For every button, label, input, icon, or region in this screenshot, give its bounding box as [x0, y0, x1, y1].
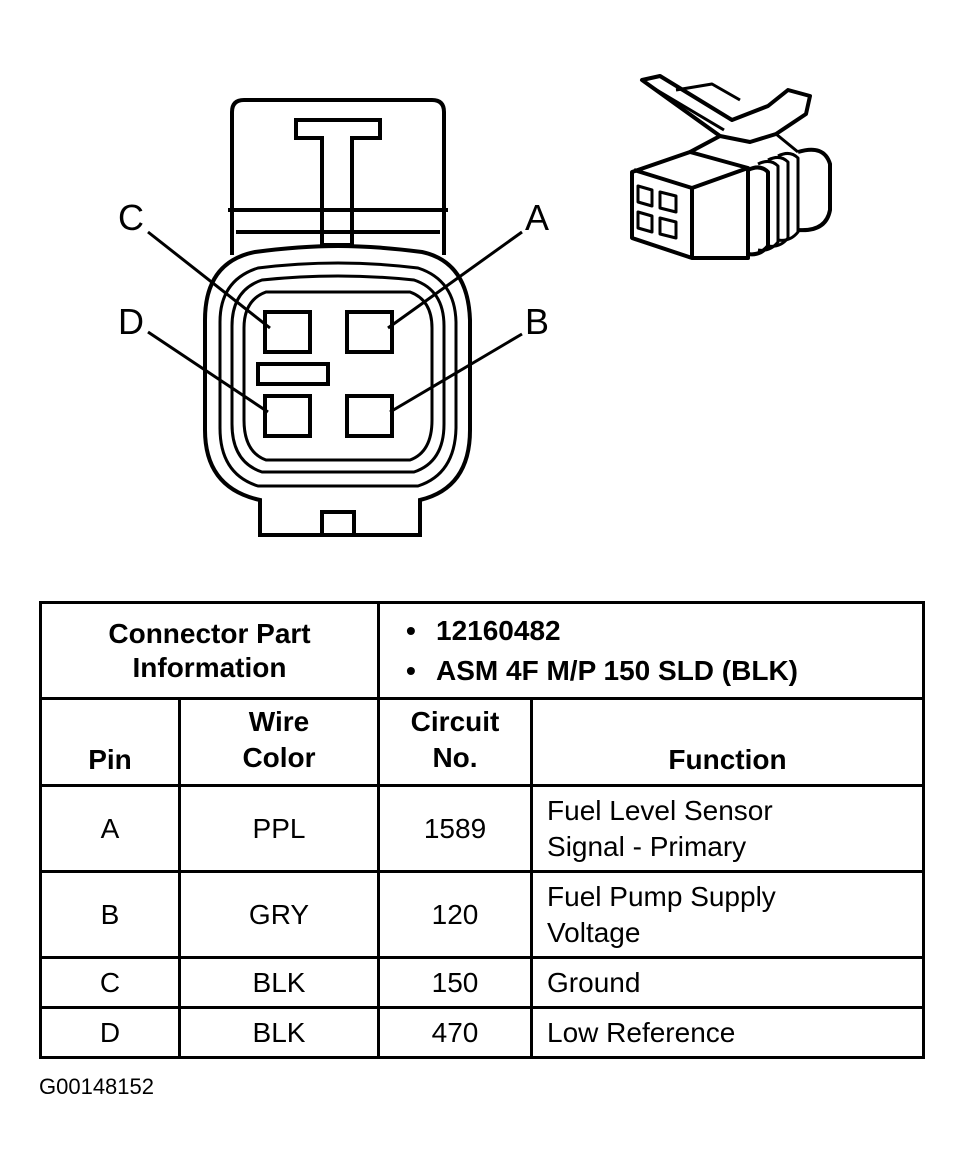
- cell-wire-color: BLK: [177, 1006, 381, 1059]
- cell-wire-color: PPL: [177, 784, 381, 873]
- part-info-row: Connector Part Information 12160482 ASM …: [38, 601, 926, 700]
- bottom-notch: [320, 510, 356, 535]
- connector-body: [203, 243, 472, 537]
- pin-cavity-d: [263, 394, 312, 438]
- connector-face-diagram: [147, 98, 523, 537]
- iso-cavity-2: [658, 190, 678, 214]
- cell-function: Low Reference: [530, 1006, 926, 1059]
- pin-label-a: A: [525, 197, 550, 238]
- part-number-1: 12160482: [406, 611, 916, 651]
- iso-cavity-4: [658, 216, 678, 240]
- table-row: A PPL 1589 Fuel Level Sensor Signal - Pr…: [39, 784, 926, 873]
- part-info-label: Connector Part Information: [38, 601, 381, 700]
- column-header-row: Pin Wire Color Circuit No. Function: [39, 697, 926, 787]
- iso-latch: [640, 74, 812, 144]
- cell-function: Fuel Pump Supply Voltage: [530, 870, 926, 959]
- connector-info-table: Connector Part Information 12160482 ASM …: [38, 601, 926, 1059]
- header-circuit: Circuit No.: [377, 697, 534, 787]
- leader-line-b: [389, 332, 523, 414]
- part-numbers: 12160482 ASM 4F M/P 150 SLD (BLK): [377, 601, 926, 700]
- pin-cavity-c: [263, 310, 312, 354]
- leader-line-c: [147, 230, 271, 330]
- leader-line-d: [147, 330, 269, 414]
- cell-function: Ground: [530, 956, 926, 1009]
- table-row: B GRY 120 Fuel Pump Supply Voltage: [39, 870, 926, 959]
- iso-cavity-1: [636, 184, 654, 208]
- cell-circuit: 120: [377, 870, 534, 959]
- connector-isometric-view: [630, 74, 832, 260]
- pin-cavity-a: [345, 310, 394, 354]
- leader-line-a: [387, 230, 523, 330]
- pin-label-d: D: [118, 301, 144, 342]
- cell-pin: C: [39, 956, 181, 1009]
- cell-wire-color: BLK: [177, 956, 381, 1009]
- header-function: Function: [530, 697, 926, 787]
- header-pin: Pin: [39, 697, 181, 787]
- cell-function: Fuel Level Sensor Signal - Primary: [530, 784, 926, 873]
- header-wire-color: Wire Color: [177, 697, 381, 787]
- pin-label-c: C: [118, 197, 144, 238]
- figure-id: G00148152: [39, 1074, 154, 1099]
- latch-tab: [294, 118, 382, 247]
- connector-latch: [230, 98, 446, 255]
- table-row: C BLK 150 Ground: [39, 956, 926, 1009]
- iso-cavity-3: [636, 210, 654, 234]
- cell-wire-color: GRY: [177, 870, 381, 959]
- cell-circuit: 1589: [377, 784, 534, 873]
- polarization-key: [256, 362, 330, 386]
- pin-label-b: B: [525, 301, 550, 342]
- part-number-2: ASM 4F M/P 150 SLD (BLK): [406, 651, 916, 691]
- cell-pin: D: [39, 1006, 181, 1059]
- table-row: D BLK 470 Low Reference: [39, 1006, 926, 1059]
- pin-cavity-b: [345, 394, 394, 438]
- cell-circuit: 470: [377, 1006, 534, 1059]
- cell-circuit: 150: [377, 956, 534, 1009]
- cell-pin: B: [39, 870, 181, 959]
- cell-pin: A: [39, 784, 181, 873]
